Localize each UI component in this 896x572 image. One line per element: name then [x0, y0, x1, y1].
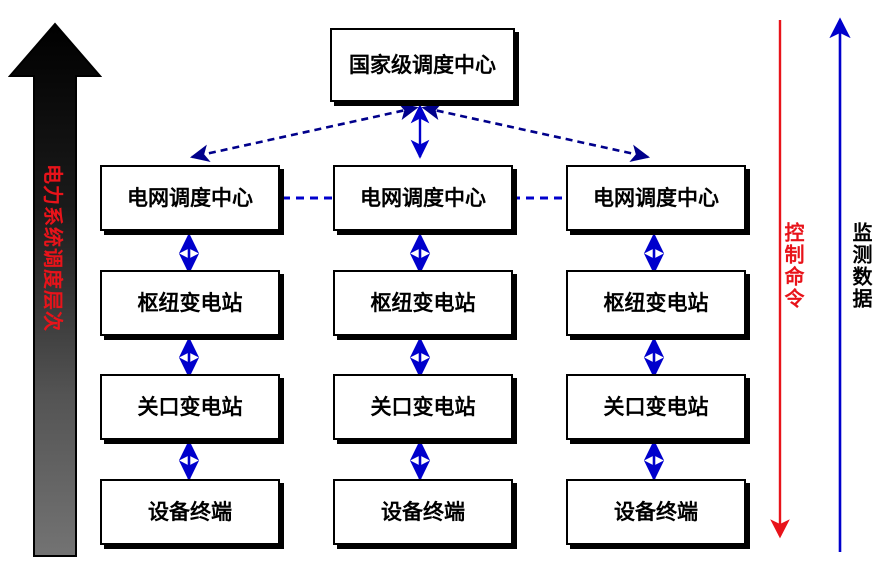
monitoring-data-label: 监测数据 [849, 222, 873, 310]
hierarchy-arrow: 电力系统调度层次 [7, 22, 103, 560]
node-right-gateway-substation[interactable]: 关口变电站 [566, 374, 746, 440]
control-command-label: 控制命令 [781, 222, 805, 310]
node-national-dispatch-center[interactable]: 国家级调度中心 [330, 28, 515, 102]
node-center-hub-substation[interactable]: 枢纽变电站 [333, 270, 513, 336]
node-left-device-terminal[interactable]: 设备终端 [100, 479, 280, 545]
node-left-grid-dispatch-center[interactable]: 电网调度中心 [100, 165, 280, 231]
node-center-device-terminal[interactable]: 设备终端 [333, 479, 513, 545]
node-right-grid-dispatch-center[interactable]: 电网调度中心 [566, 165, 746, 231]
node-center-gateway-substation[interactable]: 关口变电站 [333, 374, 513, 440]
node-center-grid-dispatch-center[interactable]: 电网调度中心 [333, 165, 513, 231]
node-left-gateway-substation[interactable]: 关口变电站 [100, 374, 280, 440]
fan-connector-left [189, 102, 419, 162]
node-right-device-terminal[interactable]: 设备终端 [566, 479, 746, 545]
fan-connector-right [421, 102, 651, 162]
node-right-hub-substation[interactable]: 枢纽变电站 [566, 270, 746, 336]
node-left-hub-substation[interactable]: 枢纽变电站 [100, 270, 280, 336]
